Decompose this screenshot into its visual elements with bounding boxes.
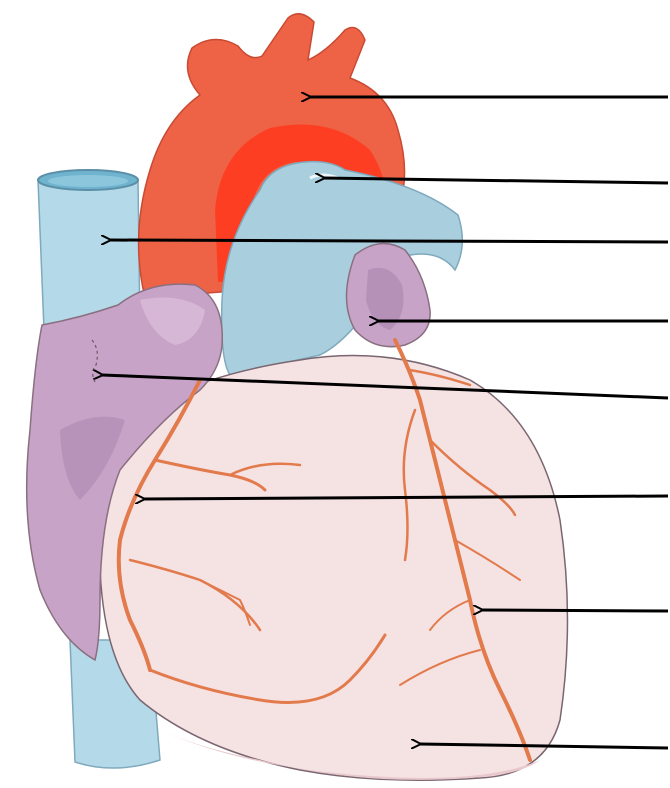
- pulmonary-trunk: [222, 162, 463, 375]
- arrow-superior-vena-cava: [110, 240, 668, 242]
- arrow-left-anterior-descending: [482, 610, 668, 611]
- ventricle: [100, 356, 568, 781]
